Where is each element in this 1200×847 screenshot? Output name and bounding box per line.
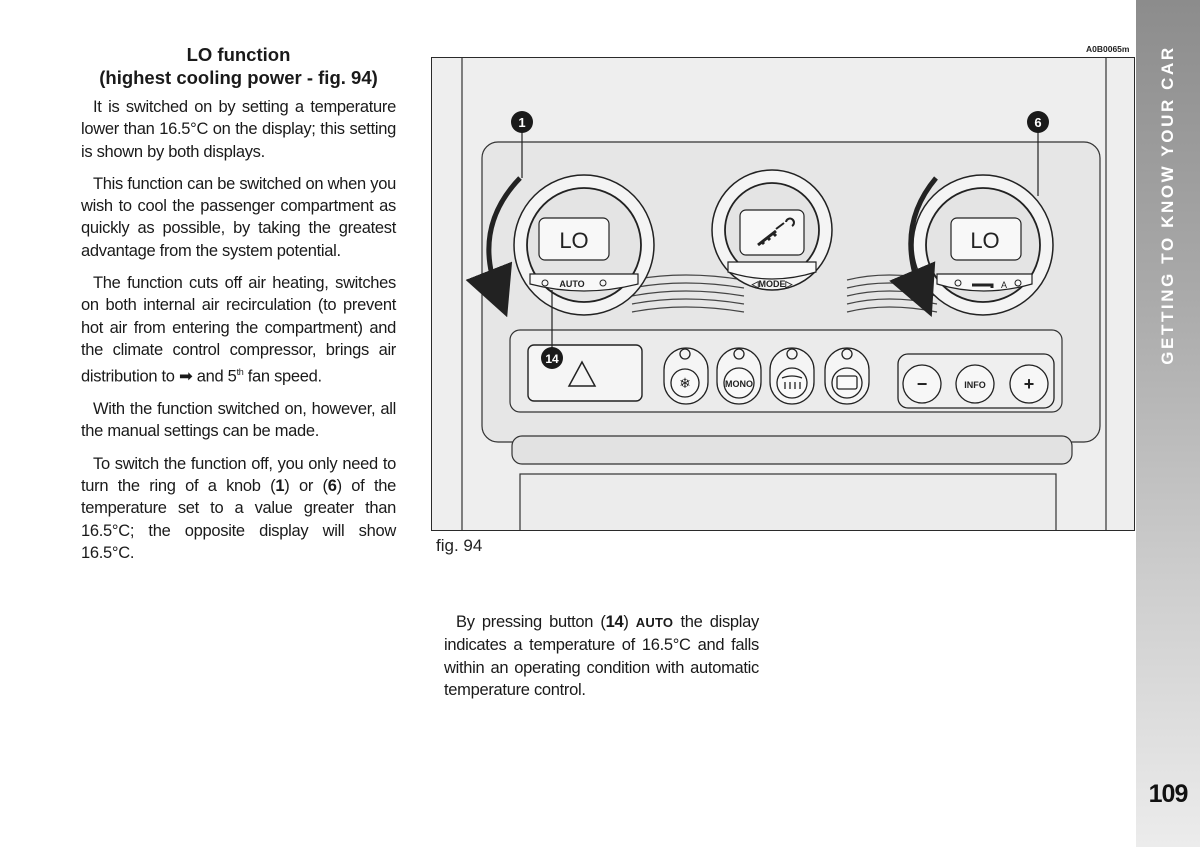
paragraph-2: This function can be switched on when yo… bbox=[81, 174, 396, 260]
auto-paragraph-text-c: the display indicates a temperature of 1… bbox=[444, 613, 759, 699]
auto-paragraph-text-b: ) bbox=[623, 613, 629, 631]
callout-6: 6 bbox=[1027, 111, 1049, 133]
minus-button[interactable]: − bbox=[902, 364, 942, 404]
mode-button-label[interactable]: ◁MODE▷ bbox=[751, 279, 794, 289]
rear-defrost-icon bbox=[836, 375, 858, 390]
callout-lines bbox=[521, 132, 1039, 348]
heading-line-2: (highest cooling power - fig. 94) bbox=[99, 67, 378, 88]
heading-line-1: LO function bbox=[186, 44, 291, 65]
windscreen-demist-button[interactable] bbox=[769, 347, 815, 405]
figure-caption: fig. 94 bbox=[436, 536, 483, 555]
paragraph-3-text-a: The function cuts off air heating, switc… bbox=[81, 274, 396, 386]
right-text-column: By pressing button (14) AUTO the display… bbox=[444, 611, 759, 711]
callout-14-label: 14 bbox=[545, 352, 559, 366]
left-display-text: LO bbox=[559, 228, 588, 253]
paragraph-4: With the function switched on, however, … bbox=[81, 400, 396, 441]
section-sidebar bbox=[1136, 0, 1200, 847]
plus-button-label: + bbox=[1024, 374, 1035, 394]
knob-reference-6: 6 bbox=[327, 476, 337, 495]
right-display-text: LO bbox=[970, 228, 999, 253]
compressor-button[interactable]: ❄ bbox=[663, 347, 709, 405]
ordinal-suffix: th bbox=[236, 367, 244, 378]
lower-console bbox=[519, 473, 1057, 530]
recirculation-auto-letter[interactable]: A bbox=[1001, 280, 1007, 290]
plus-button[interactable]: + bbox=[1009, 364, 1049, 404]
center-mode-knob[interactable]: ◁MODE▷ bbox=[711, 169, 833, 291]
mono-button[interactable]: MONO bbox=[716, 347, 762, 405]
paragraph-1: It is switched on by setting a temperatu… bbox=[81, 98, 396, 161]
fan-icon bbox=[775, 217, 795, 230]
info-button-label: INFO bbox=[964, 380, 986, 390]
section-title: GETTING TO KNOW YOUR CAR bbox=[1158, 45, 1177, 365]
button-reference-14: 14 bbox=[605, 613, 624, 631]
hazard-triangle-icon bbox=[567, 360, 597, 387]
auto-paragraph-text-a: By pressing button ( bbox=[456, 613, 606, 631]
snowflake-icon: ❄ bbox=[679, 375, 691, 391]
callout-14: 14 bbox=[541, 347, 563, 369]
lower-trim bbox=[511, 435, 1073, 465]
mono-button-label: MONO bbox=[725, 379, 753, 389]
air-distribution-icon bbox=[757, 229, 778, 247]
auto-button-label[interactable]: AUTO bbox=[559, 279, 584, 289]
left-text-column: LO function (highest cooling power - fig… bbox=[81, 43, 396, 574]
knob-reference-1: 1 bbox=[275, 476, 285, 495]
climate-control-illustration: LO AUTO ◁MODE▷ LO A bbox=[461, 58, 1107, 530]
air-vent-left bbox=[631, 274, 745, 313]
auto-keyword: AUTO bbox=[635, 615, 674, 630]
callout-1: 1 bbox=[511, 111, 533, 133]
recirculation-icon bbox=[972, 283, 994, 288]
right-arrow-icon: ➡ bbox=[178, 367, 193, 386]
figure-94: LO AUTO ◁MODE▷ LO A bbox=[431, 57, 1135, 531]
figure-code: A0B0065m bbox=[1086, 44, 1130, 54]
minus-button-label: − bbox=[917, 374, 928, 394]
right-rotate-arrow bbox=[889, 176, 938, 318]
info-button-group: − INFO + bbox=[897, 353, 1055, 409]
paragraph-5-text-c: ) of the temperature set to a value grea… bbox=[81, 476, 396, 562]
left-temperature-knob[interactable]: LO AUTO bbox=[513, 174, 655, 316]
paragraph-5-text-a: To switch the function off, you only nee… bbox=[81, 454, 396, 495]
callout-1-label: 1 bbox=[518, 115, 525, 130]
right-temperature-knob[interactable]: LO A bbox=[912, 174, 1054, 316]
info-button[interactable]: INFO bbox=[955, 364, 995, 404]
page-number: 109 bbox=[1148, 780, 1189, 808]
section-heading: LO function (highest cooling power - fig… bbox=[81, 43, 396, 89]
callout-6-label: 6 bbox=[1034, 115, 1041, 130]
paragraph-3: The function cuts off air heating, switc… bbox=[81, 272, 396, 388]
paragraph-3-text-b: and 5 bbox=[196, 367, 237, 386]
paragraph-5-text-b: ) or ( bbox=[284, 476, 328, 495]
rear-window-button[interactable] bbox=[824, 347, 870, 405]
paragraph-5: To switch the function off, you only nee… bbox=[81, 453, 396, 564]
auto-paragraph: By pressing button (14) AUTO the display… bbox=[444, 611, 759, 701]
paragraph-3-text-c: fan speed. bbox=[247, 367, 322, 386]
left-rotate-arrow bbox=[465, 176, 522, 318]
windscreen-icon bbox=[781, 375, 803, 389]
